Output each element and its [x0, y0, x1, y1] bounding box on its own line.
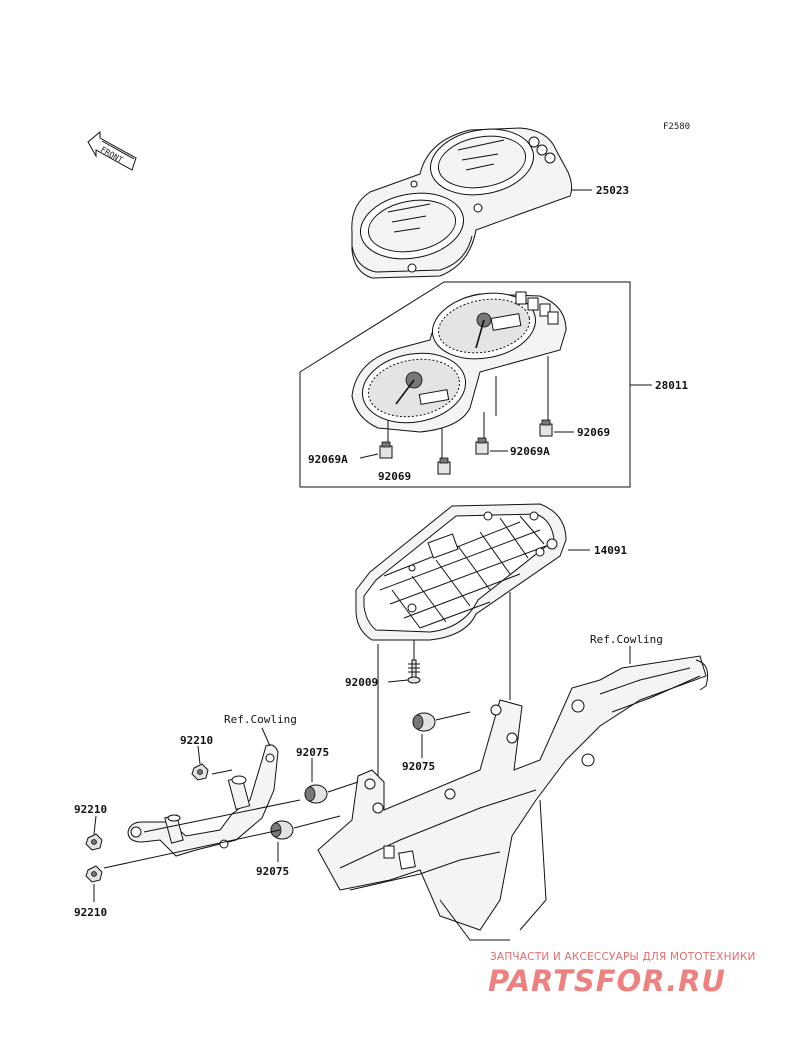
screw-92009	[407, 640, 421, 684]
label-92075-middle: 92075	[296, 746, 329, 759]
cowling-stay	[317, 655, 709, 941]
grommet-92075-middle	[304, 781, 359, 804]
watermark-brand: PARTSFOR.RU	[488, 964, 726, 998]
nut-92210-bottom	[85, 865, 103, 883]
label-92009: 92009	[345, 676, 378, 689]
ref-cowling-right: Ref.Cowling	[590, 633, 663, 646]
label-92210-middle: 92210	[74, 803, 107, 816]
ref-cowling-left: Ref.Cowling	[224, 713, 297, 726]
screw-92069-right	[539, 419, 553, 437]
cowling-bracket-left	[103, 744, 301, 869]
nut-92210-top	[191, 763, 209, 781]
front-arrow-icon: FRONT	[87, 130, 137, 171]
meter-case	[355, 503, 590, 641]
diagram-code: F2580	[663, 122, 690, 132]
screw-92069A-right	[475, 437, 489, 455]
label-92069-right: 92069	[577, 426, 610, 439]
label-92075-top: 92075	[402, 760, 435, 773]
meter-assembly-box	[299, 281, 652, 488]
grommet-92075-bottom	[270, 815, 341, 840]
label-92069A-right: 92069A	[510, 445, 550, 458]
case-grid	[379, 515, 547, 629]
label-14091: 14091	[594, 544, 627, 557]
label-28011: 28011	[655, 379, 688, 392]
meter-cover	[351, 127, 592, 279]
screw-92069A-left	[379, 441, 393, 459]
label-92075-bottom: 92075	[256, 865, 289, 878]
nut-92210-middle	[85, 833, 103, 851]
watermark-tagline: ЗАПЧАСТИ И АКСЕССУАРЫ ДЛЯ МОТОТЕХНИКИ	[490, 951, 756, 963]
label-92069-left: 92069	[378, 470, 411, 483]
label-92069A-left: 92069A	[308, 453, 348, 466]
meter-assembly	[351, 291, 567, 458]
label-92210-bottom: 92210	[74, 906, 107, 919]
grommet-92075-top	[412, 711, 471, 732]
screw-92069-bottom	[437, 457, 451, 475]
label-25023: 25023	[596, 184, 629, 197]
label-92210-top: 92210	[180, 734, 213, 747]
